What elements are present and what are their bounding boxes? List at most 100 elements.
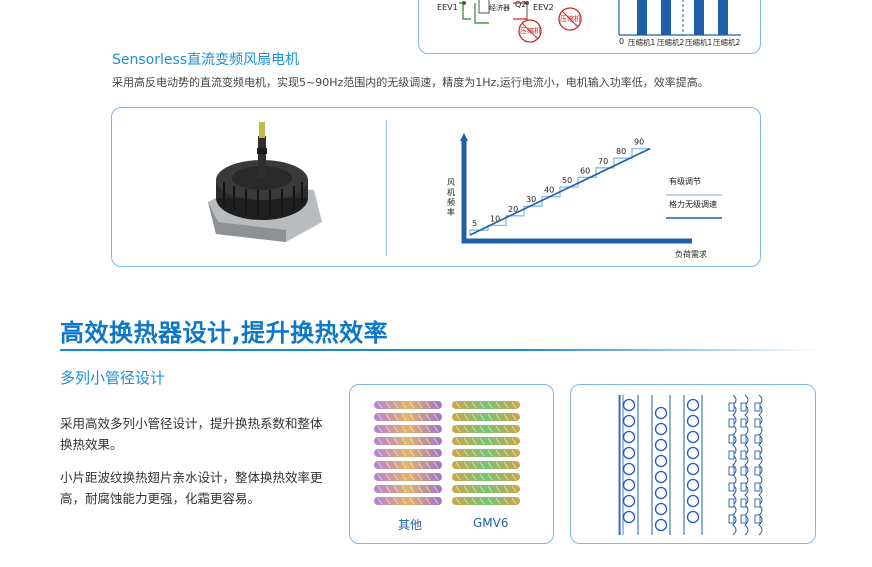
top-diagram-panel: EEV1 经济器 Q2 EEV2 压缩机 压缩机 0 压缩机1 压缩机2 压缩机… bbox=[418, 0, 761, 54]
step-value-label: 50 bbox=[562, 176, 572, 185]
fin-slot bbox=[728, 498, 735, 508]
tube-circle bbox=[654, 502, 668, 516]
tube-row bbox=[374, 449, 442, 457]
bar-x-label-4: 压缩机2 bbox=[713, 38, 741, 47]
chart-xlabel: 负荷需求 bbox=[675, 250, 707, 259]
fin-slot bbox=[728, 418, 735, 428]
tube-circle bbox=[654, 438, 668, 452]
fin-slot bbox=[740, 482, 747, 492]
tube-row bbox=[452, 497, 520, 505]
fin-slot bbox=[728, 482, 735, 492]
fin-slot bbox=[740, 498, 747, 508]
label-economizer: 经济器 bbox=[489, 4, 510, 12]
tube-row bbox=[452, 413, 520, 421]
fin-tube-image bbox=[374, 401, 520, 505]
tube-arrangement-panel bbox=[570, 384, 816, 544]
refrigerant-diagram bbox=[459, 0, 741, 43]
tube-circle bbox=[654, 470, 668, 484]
fin-slot bbox=[754, 450, 761, 460]
tube-row bbox=[374, 485, 442, 493]
fin-slot bbox=[740, 450, 747, 460]
tube-row bbox=[374, 413, 442, 421]
fin-slot bbox=[754, 434, 761, 444]
tube-circle bbox=[686, 510, 700, 524]
tube-row bbox=[452, 401, 520, 409]
wavy-fin bbox=[758, 394, 763, 536]
fin-slot bbox=[754, 466, 761, 476]
tube-row bbox=[374, 425, 442, 433]
tube-circle bbox=[622, 446, 636, 460]
tube-row bbox=[452, 437, 520, 445]
tube-row bbox=[374, 497, 442, 505]
legend-continuous-label: 格力无级调速 bbox=[669, 200, 717, 209]
panel-divider bbox=[386, 120, 387, 256]
tube-row bbox=[452, 449, 520, 457]
tube-row bbox=[374, 473, 442, 481]
tube-row bbox=[452, 473, 520, 481]
fin-slot bbox=[728, 402, 735, 412]
section2-para2: 小片距波纹换热翅片亲水设计，整体换热效率更高，耐腐蚀能力更强，化霜更容易。 bbox=[60, 470, 323, 506]
step-value-label: 90 bbox=[634, 138, 644, 147]
tube-circle bbox=[686, 478, 700, 492]
tube-circle bbox=[622, 398, 636, 412]
compressor-bar-chart bbox=[618, 0, 741, 36]
fin-slot bbox=[728, 466, 735, 476]
fin-slot bbox=[740, 402, 747, 412]
step-value-label: 40 bbox=[544, 186, 554, 195]
fin-slot bbox=[728, 434, 735, 444]
chart-ylabel: 风机频率 bbox=[447, 178, 455, 217]
fin-slot bbox=[740, 514, 747, 524]
wavy-fin bbox=[744, 394, 749, 536]
section2-heading: 高效换热器设计,提升换热效率 bbox=[60, 319, 389, 347]
step-value-label: 20 bbox=[508, 205, 518, 214]
fan-section-description: 采用高反电动势的直流变频电机，实现5~90Hz范围内的无级调速，精度为1Hz,运… bbox=[112, 76, 709, 89]
label-eev1: EEV1 bbox=[437, 3, 458, 12]
fin-slot bbox=[740, 466, 747, 476]
fan-section-title: Sensorless直流变频风扇电机 bbox=[112, 52, 300, 68]
fin-slot bbox=[754, 482, 761, 492]
step-series-line bbox=[469, 147, 650, 235]
chart-axes bbox=[461, 141, 692, 244]
step-value-label: 70 bbox=[598, 157, 608, 166]
fin-slot bbox=[754, 498, 761, 508]
tube-row bbox=[374, 437, 442, 445]
tube-circle bbox=[686, 414, 700, 428]
exchanger-compare-panel: 其他 GMV6 bbox=[349, 384, 554, 544]
tube-circle bbox=[622, 494, 636, 508]
wavy-fin bbox=[732, 394, 737, 536]
label-compressor-a: 压缩机 bbox=[520, 27, 541, 35]
label-eev2: EEV2 bbox=[533, 3, 554, 12]
bar-x-label-1: 压缩机1 bbox=[628, 38, 656, 47]
step-value-label: 60 bbox=[580, 166, 590, 175]
tube-circle bbox=[654, 406, 668, 420]
fin-slot bbox=[754, 514, 761, 524]
step-value-label: 30 bbox=[526, 195, 536, 204]
tube-circle bbox=[622, 462, 636, 476]
tube-row bbox=[452, 461, 520, 469]
label-q2: Q2 bbox=[515, 0, 527, 9]
bar-x-label-0: 0 bbox=[619, 37, 625, 46]
label-compressor-b: 压缩机 bbox=[560, 15, 581, 23]
tube-row bbox=[374, 401, 442, 409]
compare-label-other: 其他 bbox=[398, 518, 423, 532]
bar-x-label-3: 压缩机1 bbox=[685, 38, 713, 47]
fan-motor-image bbox=[208, 122, 322, 242]
fin-slot bbox=[740, 434, 747, 444]
tube-circle bbox=[622, 510, 636, 524]
tube-row bbox=[452, 425, 520, 433]
y-axis-arrow bbox=[460, 133, 468, 141]
tube-circle bbox=[622, 414, 636, 428]
heading-underline bbox=[60, 349, 820, 351]
continuous-series-line bbox=[469, 147, 651, 236]
compressor-b-icon bbox=[558, 7, 582, 31]
bar-x-label-2: 压缩机2 bbox=[657, 38, 685, 47]
legend-step-label: 有级调节 bbox=[669, 177, 701, 186]
step-value-label: 80 bbox=[616, 147, 626, 156]
fin-slot bbox=[740, 418, 747, 428]
tube-circle bbox=[654, 486, 668, 500]
compressor-a-icon bbox=[518, 19, 542, 43]
section2-subtitle: 多列小管径设计 bbox=[60, 369, 166, 387]
tube-circle bbox=[686, 398, 700, 412]
